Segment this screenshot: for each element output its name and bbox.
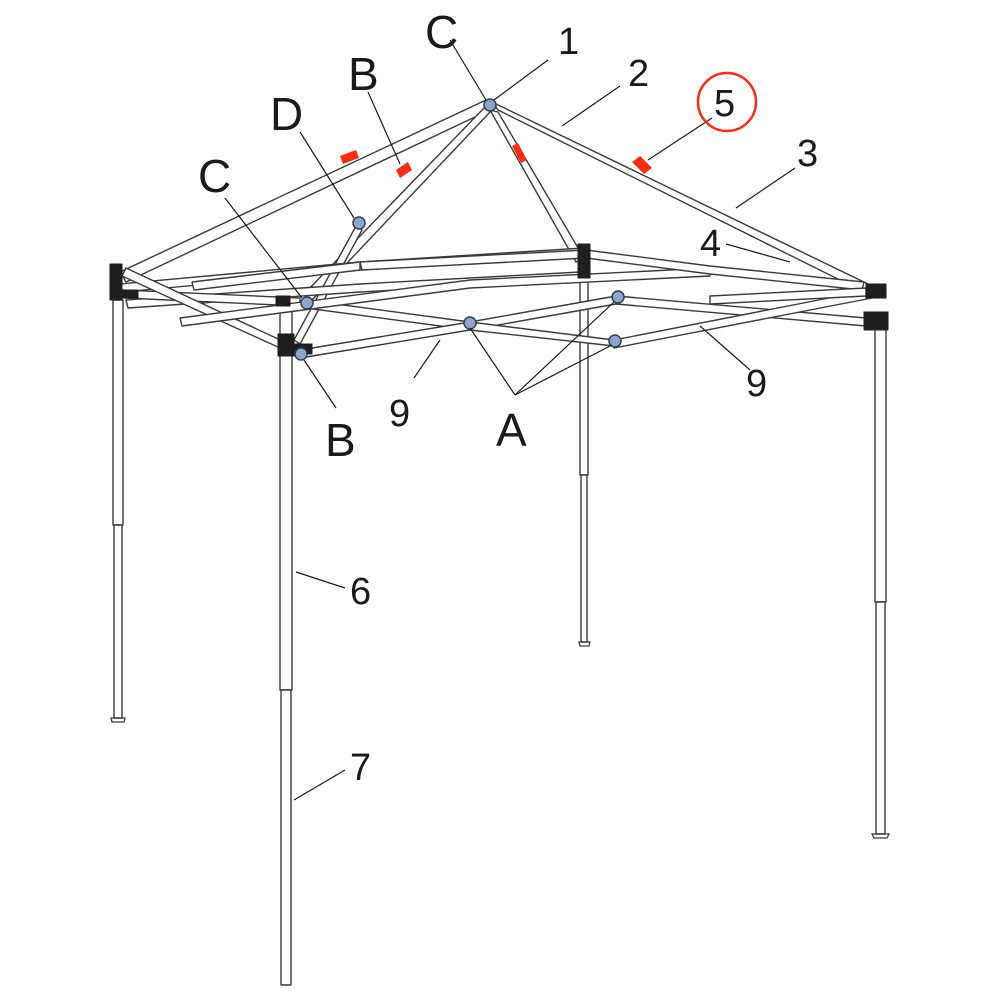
leg-front-left — [279, 299, 293, 986]
bracket-back-left — [109, 263, 139, 301]
label-c-top: C — [425, 6, 458, 58]
label-a: A — [496, 404, 527, 456]
label-5: 5 — [714, 83, 735, 125]
label-4: 4 — [700, 223, 721, 265]
leg-back-right — [578, 269, 591, 647]
sleeve-mark — [632, 156, 652, 174]
label-b-top: B — [348, 48, 379, 100]
leader-lines — [224, 39, 796, 801]
joint-c-top — [483, 98, 497, 112]
label-c-left: C — [198, 150, 231, 202]
part-labels: 1 2 5 3 4 9 9 6 7 C B D C B A — [198, 6, 818, 789]
roof-trusses — [119, 99, 873, 345]
label-9-right: 9 — [746, 363, 767, 405]
label-1: 1 — [558, 21, 579, 63]
label-9-left: 9 — [389, 393, 410, 435]
leg-back-left — [110, 299, 126, 723]
joint-a-upper — [611, 290, 625, 304]
highlight-circle-5 — [696, 71, 758, 133]
leg-front-right — [870, 319, 891, 839]
bracket-front-right — [863, 283, 889, 331]
sleeve-mark — [512, 143, 527, 163]
label-6: 6 — [350, 571, 371, 613]
joints — [294, 98, 625, 361]
joint-c-left — [300, 296, 314, 310]
label-7: 7 — [350, 747, 371, 789]
bracket-back-right — [577, 243, 591, 279]
label-d: D — [270, 88, 303, 140]
side-trusses — [119, 247, 873, 359]
sleeve-mark — [340, 150, 359, 164]
joint-a-lower — [608, 334, 622, 348]
joint-d — [352, 216, 366, 230]
label-3: 3 — [797, 133, 818, 175]
sleeve-mark — [396, 162, 412, 178]
label-b-bottom: B — [325, 414, 356, 466]
highlight-sleeves — [340, 143, 652, 178]
label-2: 2 — [628, 53, 649, 95]
joint-b-bottom — [294, 347, 308, 361]
corner-brackets — [109, 243, 889, 357]
joint-a-center — [463, 316, 477, 330]
